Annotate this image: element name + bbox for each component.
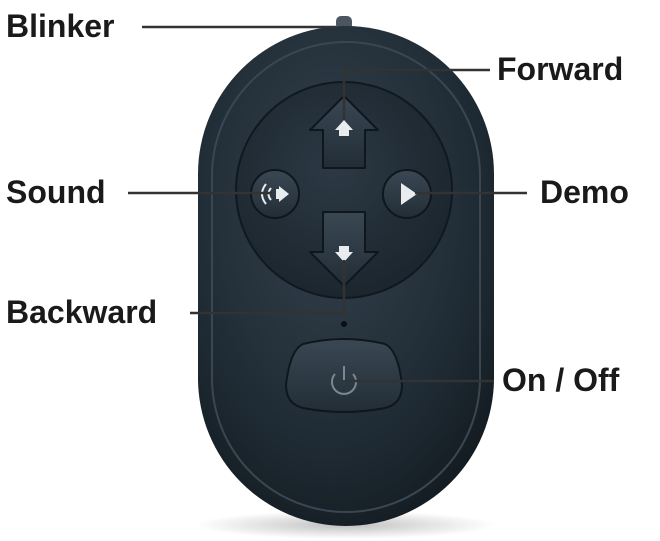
power-label: On / Off [502,362,620,398]
blinker-label: Blinker [6,8,115,44]
remote-bezel [211,41,481,513]
indicator-dot [341,321,347,327]
forward-leader [342,68,490,120]
demo-label: Demo [540,174,629,210]
sound-button[interactable] [250,169,300,219]
demo-button[interactable] [382,169,432,219]
sound-label: Sound [6,174,106,210]
play-icon [401,183,417,205]
power-button[interactable] [284,338,404,413]
backward-leader [190,260,346,315]
backward-button[interactable] [309,211,379,287]
forward-label: Forward [497,51,624,87]
forward-button[interactable] [309,95,379,169]
backward-label: Backward [6,294,158,330]
up-arrow-icon [335,120,353,136]
callout-lines [128,25,527,383]
down-arrow-icon [335,246,353,262]
